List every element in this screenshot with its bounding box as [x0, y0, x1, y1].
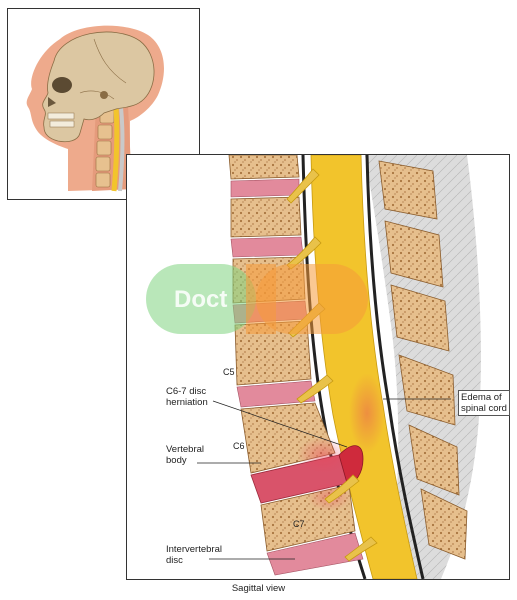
sagittal-view-panel: C5 C6 C7	[126, 154, 510, 580]
label-c5: C5	[223, 367, 235, 377]
cord-edema	[349, 373, 385, 453]
watermark-text: Doct	[174, 286, 228, 313]
inset-spine	[95, 106, 125, 192]
leader-lines	[197, 398, 451, 560]
caption-sagittal-view: Sagittal view	[231, 583, 286, 594]
inset-head-panel	[7, 8, 200, 200]
skull-orbit	[52, 77, 72, 93]
label-c7: C7	[293, 519, 305, 529]
vertebral-column	[228, 155, 364, 576]
label-c6: C6	[233, 441, 245, 451]
spinous-processes	[378, 160, 468, 560]
sagittal-spine-illustration	[197, 155, 481, 579]
skull-icon	[26, 25, 164, 192]
dura-posterior	[365, 155, 425, 579]
watermark-logo-icon	[146, 264, 368, 334]
